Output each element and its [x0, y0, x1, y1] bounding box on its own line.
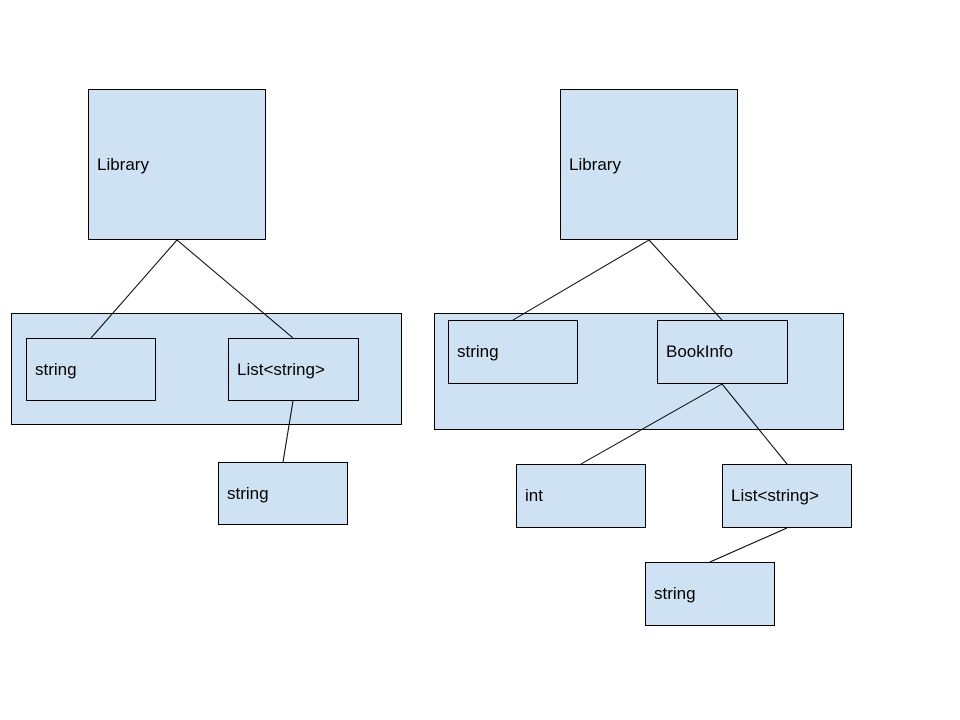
right-list-label: List<string> [731, 486, 819, 505]
right-int-label: int [525, 486, 543, 505]
right-list-element-node: string [645, 562, 775, 626]
left-string-node: string [26, 338, 156, 401]
left-list-element-node: string [218, 462, 348, 525]
left-library-label: Library [97, 154, 149, 174]
left-string-label: string [35, 359, 77, 379]
left-list-node: List<string> [228, 338, 359, 401]
left-list-element-label: string [227, 483, 269, 503]
right-string-node: string [448, 320, 578, 384]
right-list-element-label: string [654, 584, 696, 603]
right-bookinfo-node: BookInfo [657, 320, 788, 384]
right-library-label: Library [569, 154, 621, 174]
right-library-node: Library [560, 89, 738, 240]
edge-right-library-to-string [512, 239, 650, 321]
edge-right-list-to-element [709, 527, 788, 563]
left-list-label: List<string> [237, 359, 325, 379]
right-string-label: string [457, 342, 499, 361]
right-list-node: List<string> [722, 464, 852, 528]
left-library-node: Library [88, 89, 266, 240]
right-int-node: int [516, 464, 646, 528]
right-bookinfo-label: BookInfo [666, 342, 734, 361]
edge-right-library-to-bookinfo [648, 239, 723, 321]
